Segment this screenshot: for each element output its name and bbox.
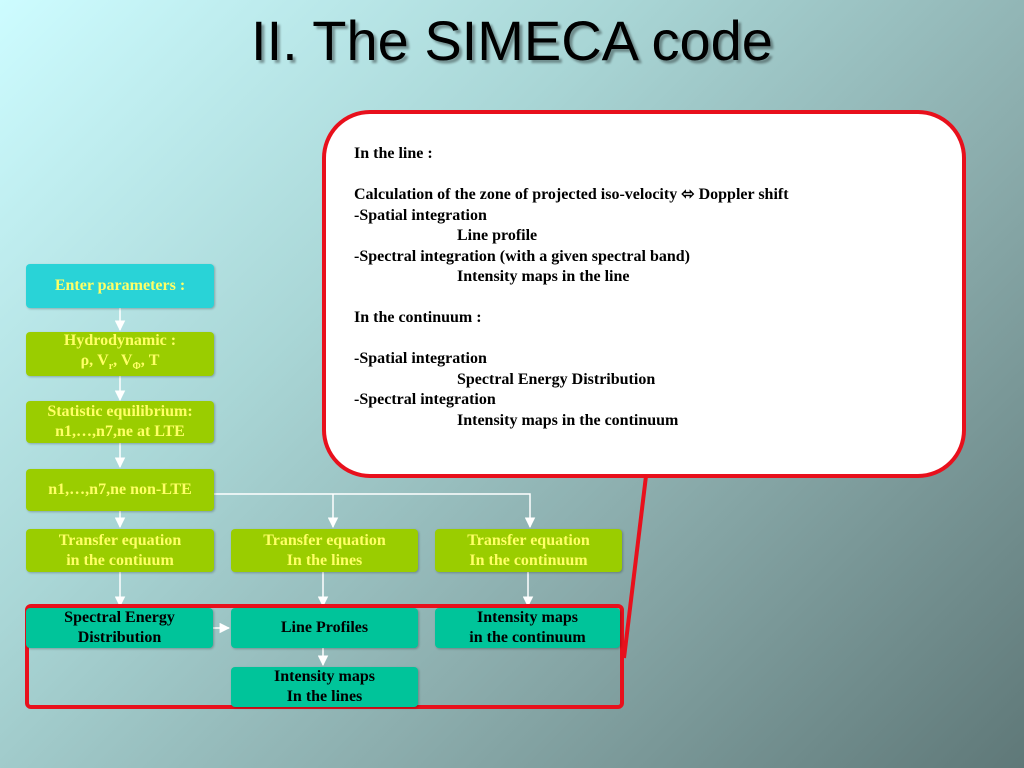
callout-line-profile: Line profile — [457, 227, 538, 244]
statistic-equilibrium-box: Statistic equilibrium: n1,…,n7,ne at LTE — [26, 401, 214, 443]
line-profiles-box: Line Profiles — [231, 608, 418, 648]
callout-heading-line: In the line : — [354, 145, 433, 162]
outputs-highlight-frame — [25, 604, 624, 709]
hydrodynamic-variables: ρ, Vr, VΦ, T — [80, 351, 160, 373]
connector-nonlte-branch — [214, 493, 536, 529]
page-title: II. The SIMECA code — [251, 9, 773, 72]
transfer-continuum-box-a: Transfer equation in the contiuum — [26, 529, 214, 572]
non-lte-box: n1,…,n7,ne non-LTE — [26, 469, 214, 511]
callout-heading-continuum: In the continuum : — [354, 309, 482, 326]
transfer-lines-box: Transfer equation In the lines — [231, 529, 418, 572]
callout-calc: Calculation of the zone of projected iso… — [354, 186, 789, 203]
spectral-energy-box: Spectral Energy Distribution — [26, 608, 213, 648]
callout-intensity-cont: Intensity maps in the continuum — [457, 411, 679, 429]
callout-spatial-1: -Spatial integration — [354, 206, 487, 224]
callout-spectral-1: -Spectral integration (with a given spec… — [354, 247, 690, 265]
enter-parameters-box: Enter parameters : — [26, 264, 214, 308]
callout-spectral-2: -Spectral integration — [354, 391, 496, 408]
intensity-continuum-box: Intensity maps in the continuum — [435, 608, 620, 648]
transfer-continuum-box-b: Transfer equation In the continuum — [435, 529, 622, 572]
description-callout: In the line : Calculation of the zone of… — [322, 110, 966, 478]
hydrodynamic-box: Hydrodynamic : ρ, Vr, VΦ, T — [26, 332, 214, 376]
intensity-lines-box: Intensity maps In the lines — [231, 667, 418, 707]
callout-sed: Spectral Energy Distribution — [457, 370, 656, 388]
callout-text: In the line : Calculation of the zone of… — [354, 144, 789, 431]
callout-pointer — [622, 475, 648, 659]
callout-intensity-line: Intensity maps in the line — [457, 268, 630, 285]
callout-spatial-2: -Spatial integration — [354, 350, 487, 367]
